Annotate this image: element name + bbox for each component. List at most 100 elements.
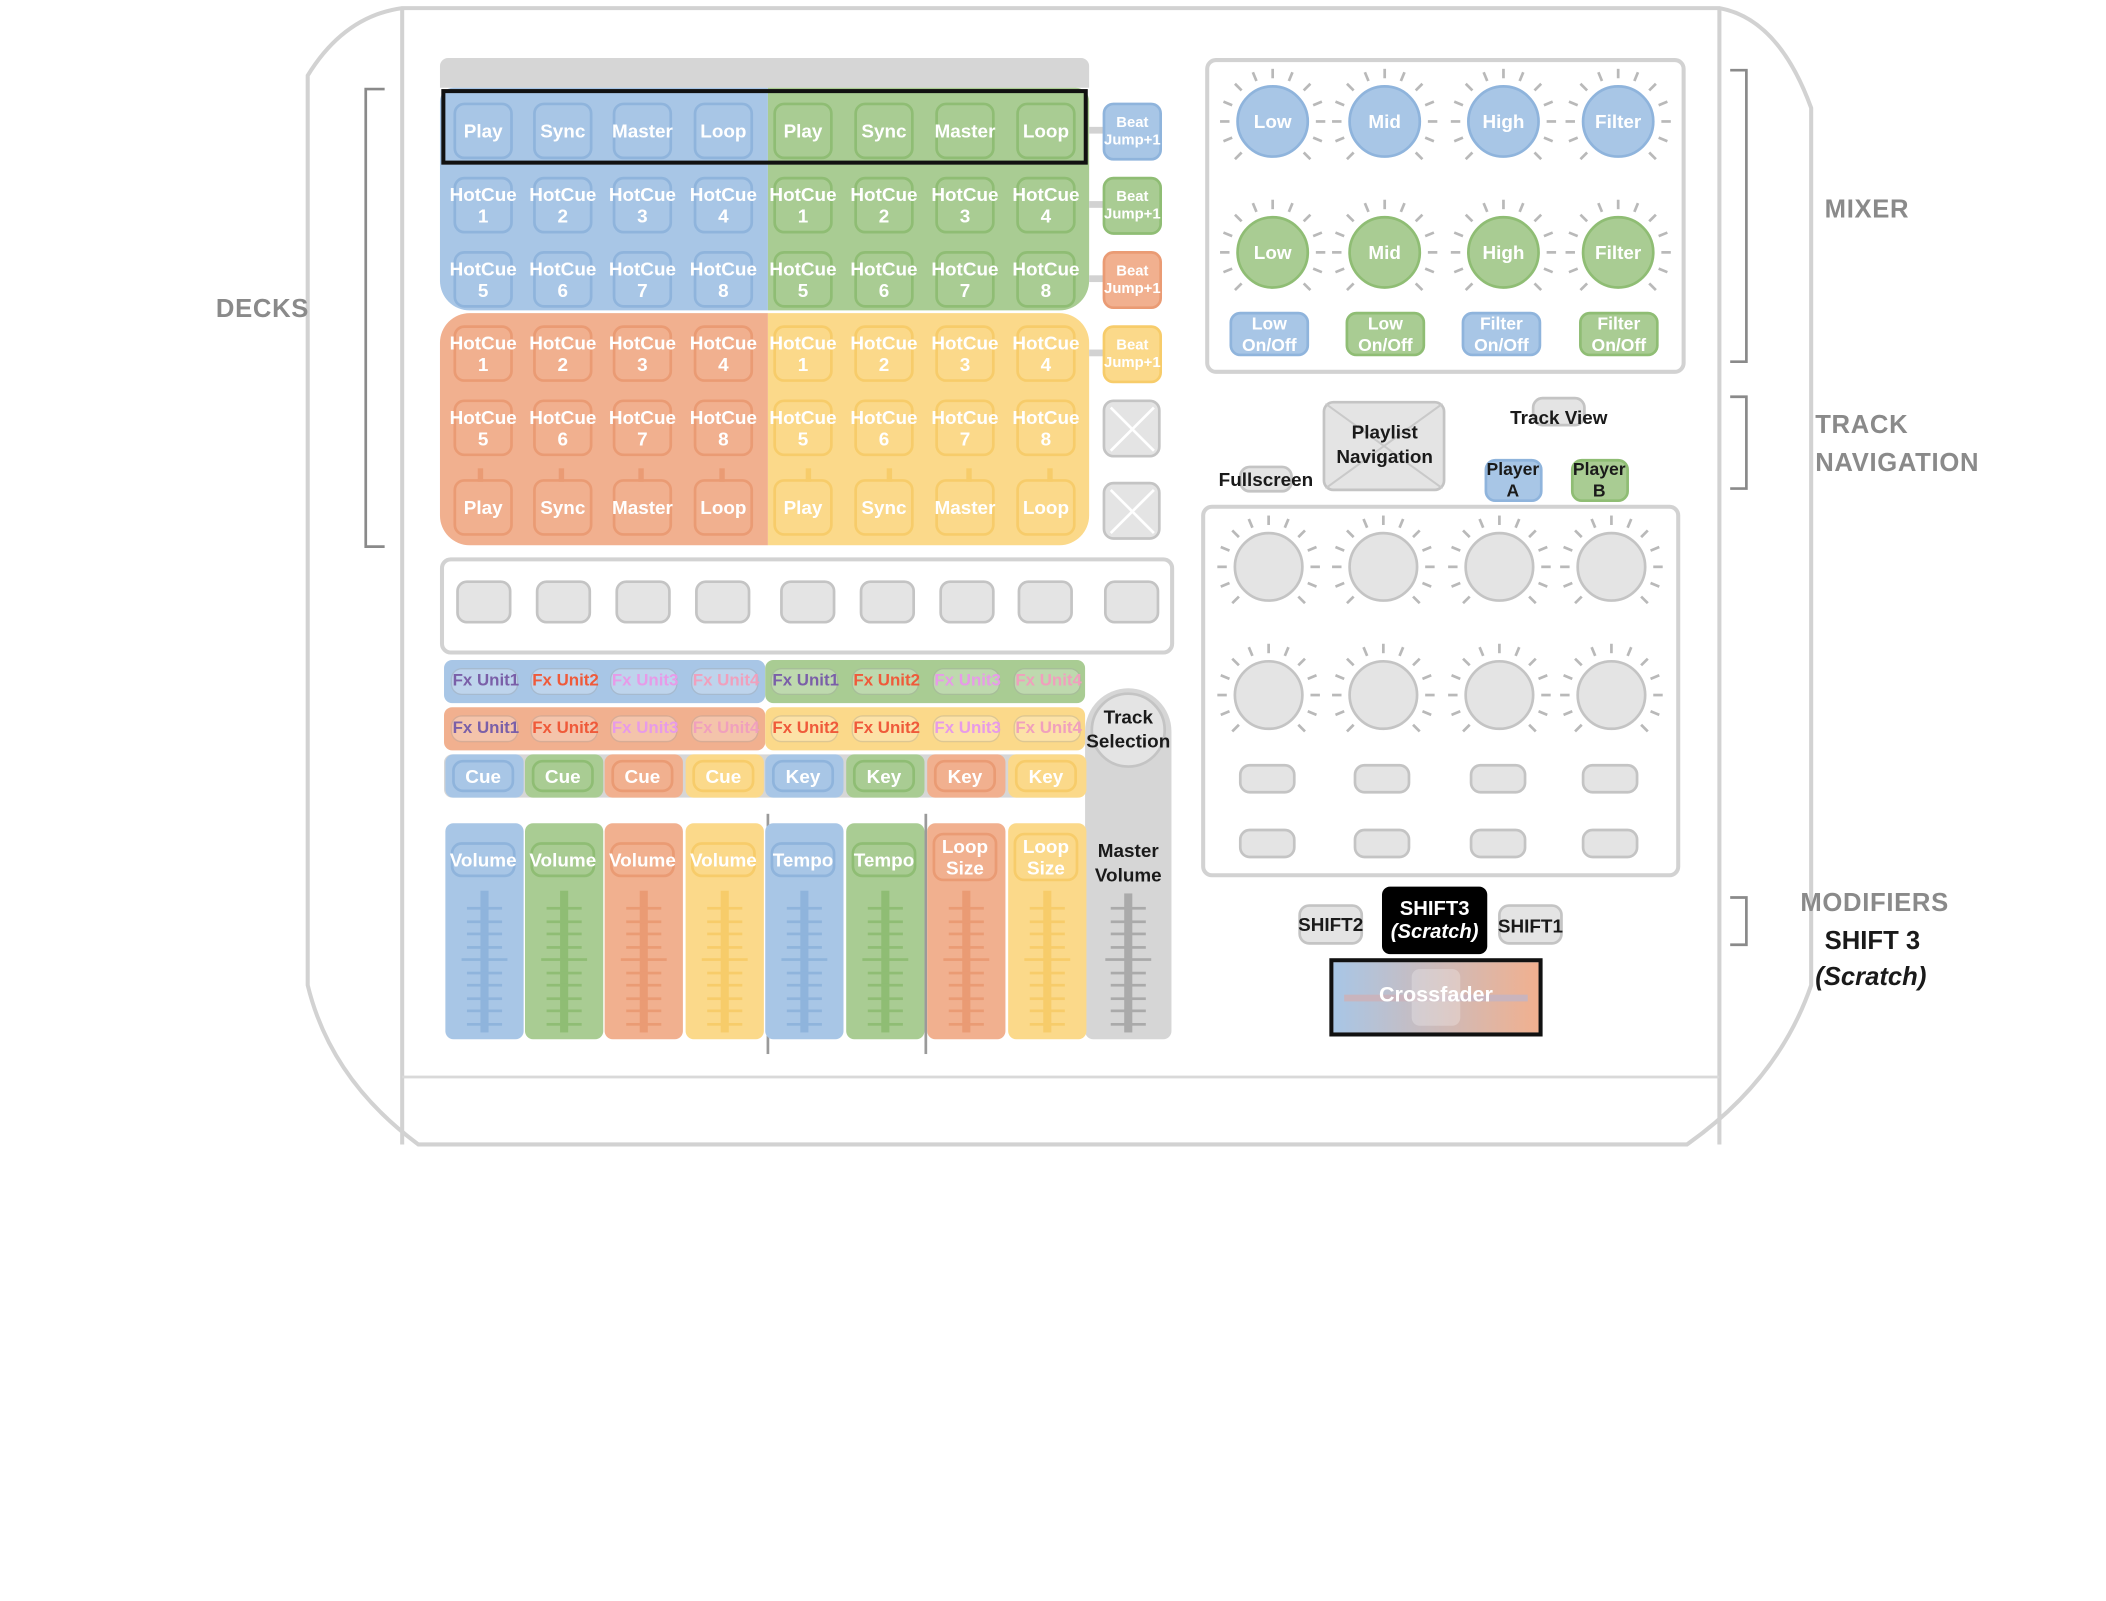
mixer-knob-mid-2[interactable]: Mid xyxy=(1348,215,1422,289)
deck-row1-button-2[interactable]: Sync xyxy=(533,102,593,160)
mixer-onoff-button-1[interactable]: Low On/Off xyxy=(1229,311,1310,357)
deck-row4-button-8[interactable]: HotCue 4 xyxy=(1012,325,1080,382)
fx-button[interactable] xyxy=(770,668,839,696)
track-view-button[interactable] xyxy=(1531,396,1586,427)
deck-row4-button-4[interactable]: HotCue 4 xyxy=(690,325,757,382)
performance-knob-top-2[interactable] xyxy=(1348,531,1419,602)
deck-row4-button-3[interactable]: HotCue 3 xyxy=(609,325,676,382)
deck-row6-button-6[interactable]: Sync xyxy=(854,479,914,536)
empty-button-1[interactable] xyxy=(1102,399,1161,458)
cue-key-button-4[interactable]: Cue xyxy=(692,759,755,793)
performance-button-top-2[interactable] xyxy=(1353,763,1411,794)
mixer-knob-filter-1[interactable]: Filter xyxy=(1581,85,1655,158)
deck-row5-button-6[interactable]: HotCue 6 xyxy=(850,399,918,457)
deck-row2-button-2[interactable]: HotCue 2 xyxy=(529,176,596,234)
deck-row2-button-7[interactable]: HotCue 3 xyxy=(931,176,999,234)
deck-row3-button-3[interactable]: HotCue 7 xyxy=(609,251,676,308)
deck-row5-button-5[interactable]: HotCue 5 xyxy=(769,399,837,457)
performance-button-bottom-2[interactable] xyxy=(1353,828,1411,859)
deck-row2-button-8[interactable]: HotCue 4 xyxy=(1012,176,1080,234)
cue-key-button-1[interactable]: Cue xyxy=(452,759,515,793)
deck-row5-button-2[interactable]: HotCue 6 xyxy=(529,399,596,457)
deck-row1-button-7[interactable]: Master xyxy=(935,102,995,160)
deck-row6-button-8[interactable]: Loop xyxy=(1016,479,1076,536)
performance-knob-bottom-4[interactable] xyxy=(1576,659,1647,731)
crossfader-handle[interactable] xyxy=(1411,969,1461,1026)
deck-row5-button-8[interactable]: HotCue 8 xyxy=(1012,399,1080,457)
deck-row6-button-3[interactable]: Master xyxy=(612,479,673,536)
deck-row4-button-6[interactable]: HotCue 2 xyxy=(850,325,918,382)
deck-row2-button-4[interactable]: HotCue 4 xyxy=(690,176,757,234)
mixer-knob-mid-1[interactable]: Mid xyxy=(1348,85,1422,158)
blank-button-6[interactable] xyxy=(859,580,916,624)
cue-key-button-5[interactable]: Key xyxy=(771,759,835,793)
shift3-button[interactable]: SHIFT3 (Scratch) xyxy=(1381,886,1488,955)
fx-button[interactable] xyxy=(610,715,678,743)
deck-row3-button-1[interactable]: HotCue 5 xyxy=(450,251,517,308)
blank-button-9[interactable] xyxy=(1103,580,1160,624)
mixer-onoff-button-3[interactable]: Filter On/Off xyxy=(1461,311,1542,357)
player-b-button[interactable] xyxy=(1570,458,1629,503)
shift2-button[interactable] xyxy=(1298,904,1364,945)
deck-row3-button-2[interactable]: HotCue 6 xyxy=(529,251,596,308)
mixer-knob-low-1[interactable]: Low xyxy=(1236,85,1310,158)
blank-button-7[interactable] xyxy=(939,580,995,624)
deck-row1-button-5[interactable]: Play xyxy=(773,102,833,160)
deck-row3-button-4[interactable]: HotCue 8 xyxy=(690,251,757,308)
deck-row2-button-5[interactable]: HotCue 1 xyxy=(769,176,837,234)
performance-knob-top-4[interactable] xyxy=(1576,531,1647,602)
deck-row4-button-7[interactable]: HotCue 3 xyxy=(931,325,999,382)
fx-button[interactable] xyxy=(770,715,839,743)
performance-knob-bottom-1[interactable] xyxy=(1233,659,1304,731)
blank-button-4[interactable] xyxy=(695,580,751,624)
blank-button-2[interactable] xyxy=(535,580,592,624)
fx-button[interactable] xyxy=(690,668,759,696)
deck-row2-button-3[interactable]: HotCue 3 xyxy=(609,176,676,234)
fx-button[interactable] xyxy=(1013,668,1082,696)
beatjump-button-3[interactable]: Beat Jump+1 xyxy=(1102,251,1163,310)
player-a-button[interactable] xyxy=(1484,458,1543,503)
beatjump-button-2[interactable]: Beat Jump+1 xyxy=(1102,176,1163,235)
blank-button-5[interactable] xyxy=(780,580,836,624)
beatjump-button-1[interactable]: Beat Jump+1 xyxy=(1102,102,1163,161)
deck-row1-button-8[interactable]: Loop xyxy=(1016,102,1076,160)
fx-button[interactable] xyxy=(450,715,519,743)
empty-button-2[interactable] xyxy=(1102,481,1161,540)
performance-button-top-3[interactable] xyxy=(1469,763,1527,794)
fx-button[interactable] xyxy=(1013,715,1082,743)
blank-button-8[interactable] xyxy=(1017,580,1073,624)
beatjump-button-4[interactable]: Beat Jump+1 xyxy=(1102,325,1163,384)
deck-row2-button-6[interactable]: HotCue 2 xyxy=(850,176,918,234)
mixer-knob-filter-2[interactable]: Filter xyxy=(1581,215,1655,289)
performance-knob-top-1[interactable] xyxy=(1233,531,1304,602)
deck-row3-button-5[interactable]: HotCue 5 xyxy=(769,251,837,308)
fx-button[interactable] xyxy=(530,715,598,743)
deck-row5-button-1[interactable]: HotCue 5 xyxy=(450,399,517,457)
blank-button-3[interactable] xyxy=(615,580,671,624)
performance-button-top-4[interactable] xyxy=(1581,763,1639,794)
deck-row1-button-3[interactable]: Master xyxy=(612,102,673,160)
cue-key-button-3[interactable]: Cue xyxy=(611,759,674,793)
track-selection-encoder[interactable] xyxy=(1090,692,1167,768)
deck-row3-button-6[interactable]: HotCue 6 xyxy=(850,251,918,308)
shift1-button[interactable] xyxy=(1498,904,1563,945)
deck-row1-button-1[interactable]: Play xyxy=(453,102,513,160)
performance-knob-top-3[interactable] xyxy=(1464,531,1535,602)
cue-key-button-6[interactable]: Key xyxy=(852,759,916,793)
mixer-knob-high-2[interactable]: High xyxy=(1467,215,1540,289)
performance-knob-bottom-2[interactable] xyxy=(1348,659,1419,731)
performance-button-bottom-3[interactable] xyxy=(1469,828,1527,859)
fx-button[interactable] xyxy=(450,668,519,696)
mixer-knob-low-2[interactable]: Low xyxy=(1236,215,1310,289)
blank-button-1[interactable] xyxy=(456,580,512,624)
deck-row6-button-4[interactable]: Loop xyxy=(693,479,754,536)
deck-row6-button-2[interactable]: Sync xyxy=(533,479,593,536)
fullscreen-button[interactable] xyxy=(1238,465,1293,493)
performance-knob-bottom-3[interactable] xyxy=(1464,659,1535,731)
playlist-navigation-button[interactable] xyxy=(1322,400,1446,492)
deck-row1-button-6[interactable]: Sync xyxy=(854,102,914,160)
performance-button-bottom-4[interactable] xyxy=(1581,828,1639,859)
deck-row6-button-5[interactable]: Play xyxy=(773,479,833,536)
mixer-knob-high-1[interactable]: High xyxy=(1467,85,1540,158)
deck-row6-button-7[interactable]: Master xyxy=(935,479,995,536)
